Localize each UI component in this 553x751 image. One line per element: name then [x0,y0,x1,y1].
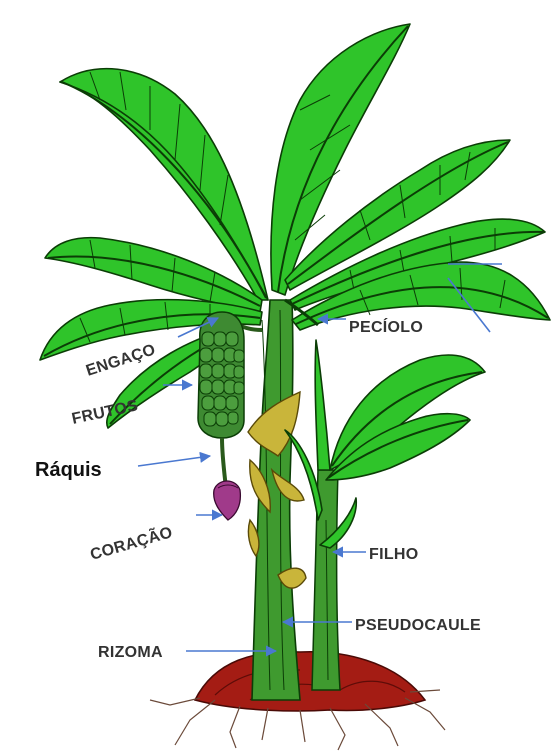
pseudostem [248,300,306,700]
sucker-stem [312,340,340,690]
label-rizoma: RIZOMA [98,644,163,661]
label-pseudocaule: PSEUDOCAULE [355,617,481,634]
label-coracao: CORAÇÃO [88,521,175,564]
label-frutos: FRUTOS [70,397,139,428]
arrow-raquis [138,456,210,466]
label-filho: FILHO [369,546,419,563]
banana-bunch [198,312,262,520]
label-raquis: Ráquis [35,459,102,481]
label-peciolo: PECÍOLO [349,317,423,336]
